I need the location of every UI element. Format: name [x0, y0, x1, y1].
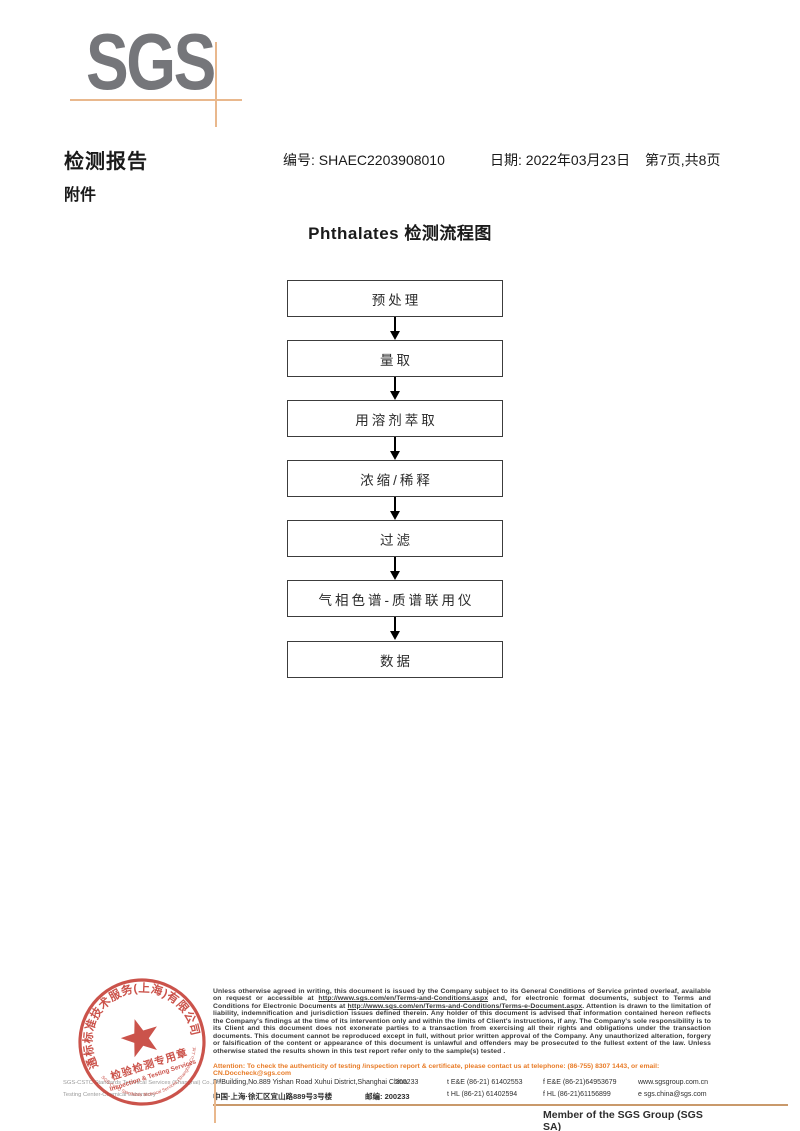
flow-arrow-icon [384, 377, 406, 400]
disclaimer-text: . Attention is drawn to the limitation o… [213, 1002, 711, 1055]
flow-arrow-icon [384, 617, 406, 640]
phone-hl: t HL (86-21) 61402594 [447, 1091, 518, 1098]
flow-step-gcms: 气相色谱-质谱联用仪 [287, 580, 503, 617]
page-indicator: 第7页,共8页 [645, 152, 721, 168]
page-title: 检测报告 [64, 151, 148, 173]
flow-step-measure: 量取 [287, 340, 503, 377]
star-icon [120, 1019, 157, 1058]
company-name-line: SGS-CSTC Standards Technical Services (S… [63, 1080, 223, 1086]
attachment-label: 附件 [64, 187, 97, 204]
logo-crosshair-vertical [215, 42, 217, 127]
flow-step-pretreatment: 预处理 [287, 280, 503, 317]
footer-crosshair-vertical [214, 1080, 216, 1123]
report-date: 日期: 2022年03月23日 [490, 152, 631, 168]
phone-ee: t E&E (86-21) 61402553 [447, 1079, 523, 1086]
disclaimer-text: Unless otherwise agreed in writing, this… [213, 988, 711, 1003]
postcode-cn: 邮编: 200233 [365, 1092, 410, 1101]
flow-step-solvent-extraction: 用溶剂萃取 [287, 400, 503, 437]
stamp-seal-icon: 通标标准技术服务(上海)有限公司 检验检测专用章 Inspection & Te… [65, 965, 208, 1110]
fax-ee: f E&E (86-21)64953679 [543, 1079, 617, 1086]
inspection-stamp: 通标标准技术服务(上海)有限公司 检验检测专用章 Inspection & Te… [54, 954, 230, 1130]
legal-disclaimer: Unless otherwise agreed in writing, this… [213, 988, 711, 1055]
fax-hl: f HL (86-21)61156899 [543, 1091, 611, 1098]
flow-arrow-icon [384, 557, 406, 580]
terms-link[interactable]: http://www.sgs.com/en/Terms-and-Conditio… [318, 995, 489, 1003]
flow-arrow-icon [384, 437, 406, 460]
sgs-member-text: Member of the SGS Group (SGS SA) [543, 1109, 703, 1131]
attention-notice: Attention: To check the authenticity of … [213, 1063, 660, 1078]
footer-divider-line [213, 1104, 788, 1106]
flowchart-title: Phthalates 检测流程图 [308, 224, 492, 243]
address-en: 3ʳᵈBuilding,No.889 Yishan Road Xuhui Dis… [213, 1079, 408, 1086]
email-link[interactable]: e sgs.china@sgs.com [638, 1091, 707, 1098]
flow-arrow-icon [384, 317, 406, 340]
flow-arrow-icon [384, 497, 406, 520]
terms-e-document-link[interactable]: http://www.sgs.com/en/Terms-and-Conditio… [347, 1002, 583, 1010]
website-link[interactable]: www.sgsgroup.com.cn [638, 1079, 709, 1086]
flow-step-filter: 过滤 [287, 520, 503, 557]
report-number: 编号: SHAEC2203908010 [283, 152, 445, 168]
postcode: 200233 [395, 1079, 419, 1086]
logo-crosshair-horizontal [70, 99, 242, 101]
disclaimer-text: and, for electronic format documents, su… [213, 995, 711, 1010]
address-cn: 中国·上海·徐汇区宜山路889号3号楼 [213, 1092, 333, 1101]
sgs-logo: SGS [86, 17, 216, 106]
flow-step-concentrate-dilute: 浓缩/稀释 [287, 460, 503, 497]
flow-step-data: 数据 [287, 641, 503, 678]
